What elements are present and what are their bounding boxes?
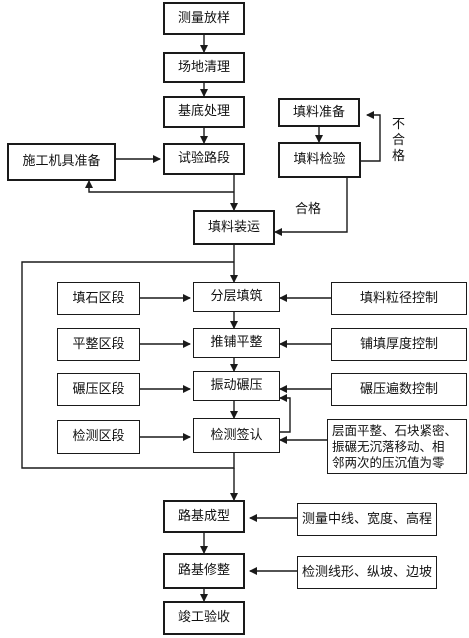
step-layered-fill-label: 分层填筑	[210, 289, 263, 304]
level-zone-label: 平整区段	[72, 336, 125, 352]
test-zone-label: 检测区段	[72, 429, 125, 444]
fail-label-2: 合	[392, 133, 406, 148]
step-subgrade-form-label: 路基成型	[177, 508, 230, 524]
arrow-pass-transport	[274, 178, 348, 236]
thick-ctrl-label: 铺填厚度控制	[359, 336, 438, 352]
step-trial-box: 试验路段	[163, 143, 245, 175]
equipment-prep-label: 施工机具准备	[22, 154, 101, 169]
grain-ctrl-box: 填料粒径控制	[331, 282, 467, 315]
level-zone-box: 平整区段	[57, 328, 140, 361]
step-subgrade-trim-box: 路基修整	[163, 553, 245, 589]
fill-check-box: 填料检验	[278, 142, 361, 178]
step-layered-fill-box: 分层填筑	[193, 282, 280, 312]
step-trial-label: 试验路段	[177, 151, 230, 166]
test-zone-box: 检测区段	[57, 420, 140, 454]
step-spread-level-box: 推铺平整	[193, 328, 280, 358]
criteria-line-2: 振碾无沉落移动、相	[332, 438, 445, 454]
step-acceptance-label: 竣工验收	[177, 610, 230, 625]
roll-zone-label: 碾压区段	[72, 381, 125, 397]
equipment-prep-box: 施工机具准备	[7, 143, 116, 181]
step-vib-roll-label: 振动碾压	[210, 378, 263, 393]
check-items-label: 检测线形、纵坡、边坡	[301, 564, 432, 580]
criteria-line-1: 层面平整、石块紧密、	[332, 422, 458, 438]
step-spread-level-label: 推铺平整	[210, 335, 263, 350]
thick-ctrl-box: 铺填厚度控制	[331, 328, 467, 361]
check-items-box: 检测线形、纵坡、边坡	[297, 556, 437, 589]
step-transport-box: 填料装运	[193, 210, 275, 245]
step-inspect-sign-label: 检测签认	[210, 427, 263, 443]
fill-check-label: 填料检验	[293, 152, 346, 167]
step-subgrade-form-box: 路基成型	[163, 500, 245, 533]
roll-zone-box: 碾压区段	[57, 373, 140, 406]
fill-prep-label: 填料准备	[292, 104, 345, 120]
survey-items-box: 测量中线、宽度、高程	[297, 503, 437, 536]
step-clearing-box: 场地清理	[163, 52, 245, 83]
survey-items-label: 测量中线、宽度、高程	[301, 511, 432, 527]
arrow-reroll-loop	[275, 394, 291, 433]
step-base-label: 基底处理	[177, 104, 230, 119]
pass-label: 合格	[295, 202, 322, 217]
pass-ctrl-box: 碾压遍数控制	[331, 373, 467, 406]
fail-label-3: 格	[392, 149, 406, 164]
stone-zone-box: 填石区段	[57, 282, 140, 315]
fill-prep-box: 填料准备	[278, 98, 360, 127]
step-inspect-sign-box: 检测签认	[193, 418, 280, 453]
step-base-box: 基底处理	[163, 96, 245, 128]
step-acceptance-box: 竣工验收	[163, 601, 245, 635]
criteria-box: 层面平整、石块紧密、 振碾无沉落移动、相 邻两次的压沉值为零	[327, 419, 467, 474]
fail-label-1: 不	[392, 117, 406, 132]
pass-ctrl-label: 碾压遍数控制	[359, 381, 438, 397]
criteria-line-3: 邻两次的压沉值为零	[332, 454, 445, 470]
step-clearing-label: 场地清理	[177, 59, 230, 75]
arrow-fail-loop	[361, 111, 381, 162]
arrow-feedback-equipment	[85, 180, 234, 193]
step-survey-label: 测量放样	[177, 10, 230, 26]
step-vib-roll-box: 振动碾压	[193, 371, 280, 401]
step-transport-label: 填料装运	[207, 219, 260, 235]
step-survey-box: 测量放样	[163, 2, 245, 35]
stone-zone-label: 填石区段	[72, 290, 125, 306]
step-subgrade-trim-label: 路基修整	[177, 563, 230, 578]
big-return-loop	[21, 261, 235, 469]
grain-ctrl-label: 填料粒径控制	[359, 290, 438, 306]
